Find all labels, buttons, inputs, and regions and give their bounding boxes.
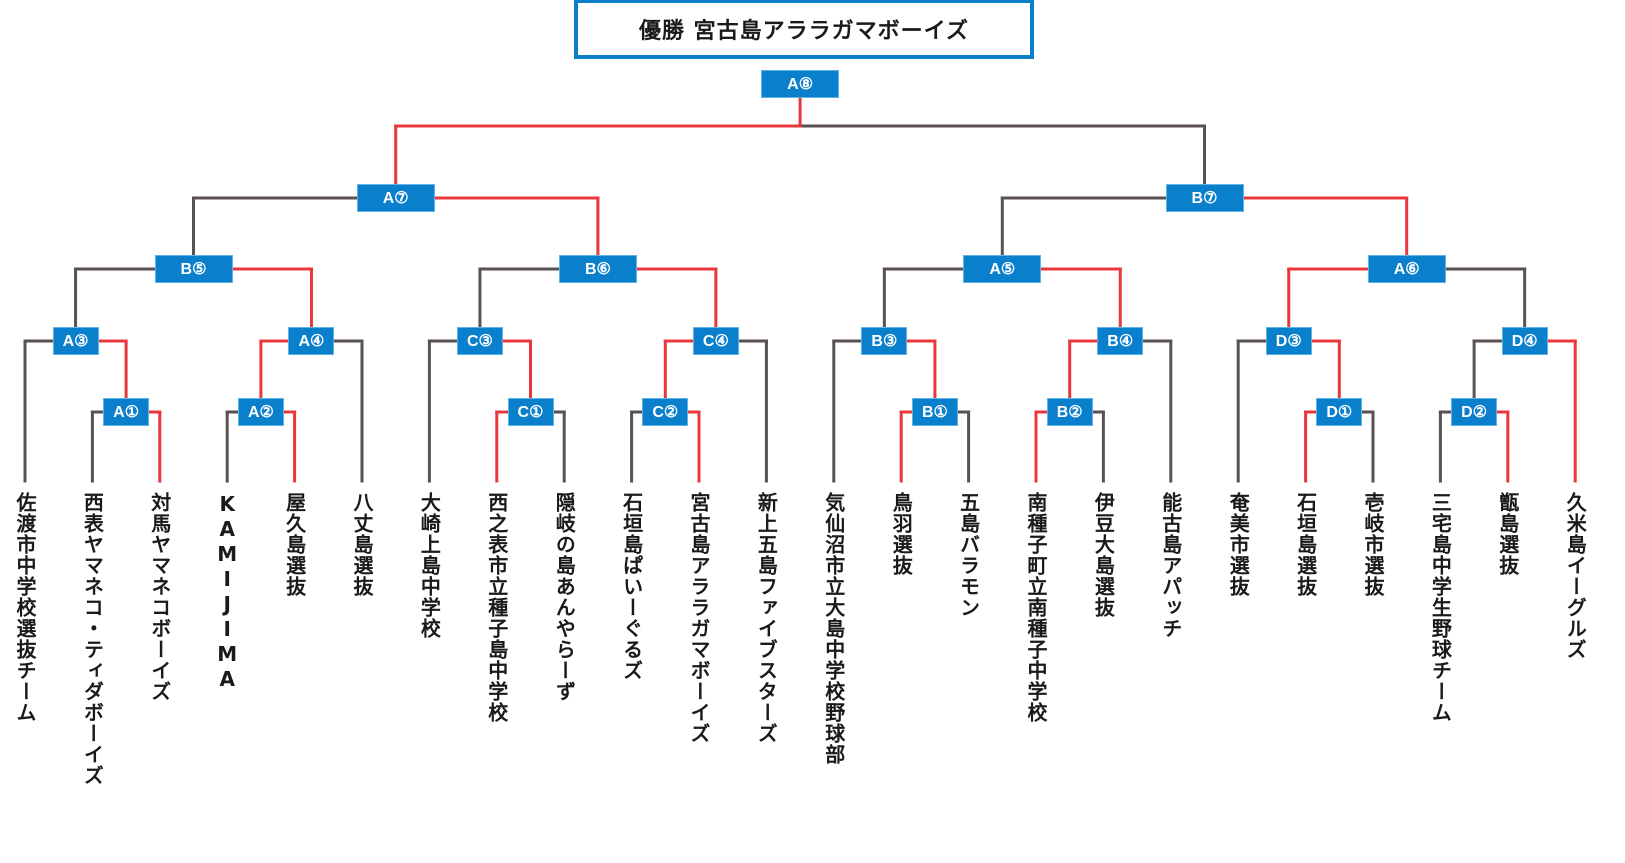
match-box-a4: A④: [288, 327, 335, 355]
match-box-c2: C②: [642, 398, 689, 426]
match-box-a6: A⑥: [1367, 255, 1446, 283]
match-box-b1: B①: [911, 398, 958, 426]
team-name: 久米島イーグルズ: [1563, 492, 1588, 660]
team-name: 佐渡市中学校選抜チーム: [13, 492, 37, 723]
team-name: 甑島選抜: [1495, 492, 1520, 576]
team-name: 西表ヤマネコ・ティダボーイズ: [80, 492, 105, 786]
team-name: 西之表市立種子島中学校: [484, 492, 509, 723]
match-box-b7: B⑦: [1165, 184, 1244, 212]
team-name: 大崎上島中学校: [417, 492, 442, 639]
match-box-d3: D③: [1265, 327, 1312, 355]
match-box-c3: C③: [456, 327, 503, 355]
match-box-b5: B⑤: [154, 255, 233, 283]
team-name: 隠岐の島あんやらーず: [552, 492, 577, 702]
match-box-b6: B⑥: [558, 255, 637, 283]
match-box-a2: A②: [237, 398, 284, 426]
match-box-a8: A⑧: [761, 70, 840, 98]
team-name: 宮古島アララガマボーイズ: [687, 492, 711, 744]
match-box-c4: C④: [692, 327, 739, 355]
match-box-d1: D①: [1316, 398, 1363, 426]
team-name: 新上五島ファイブスターズ: [754, 492, 779, 744]
team-name: 対馬ヤマネコボーイズ: [147, 492, 172, 702]
team-name: KAMIJIMA: [215, 492, 240, 692]
team-name: 壱岐市選抜: [1361, 492, 1385, 597]
champion-banner: 優勝 宮古島アララガマボーイズ: [574, 0, 1034, 59]
match-box-a5: A⑤: [963, 255, 1042, 283]
team-name: 気仙沼市立大島中学校野球部: [821, 492, 846, 765]
match-box-d2: D②: [1451, 398, 1498, 426]
match-box-a7: A⑦: [356, 184, 435, 212]
team-name: 伊豆大島選抜: [1091, 492, 1116, 618]
team-name: 五島バラモン: [956, 492, 981, 618]
team-name: 奄美市選抜: [1226, 492, 1251, 597]
match-box-b2: B②: [1046, 398, 1093, 426]
team-name: 八丈島選抜: [350, 492, 374, 597]
team-name: 石垣島ぱいーぐるズ: [619, 492, 644, 681]
team-name: 三宅島中学生野球チーム: [1428, 492, 1453, 723]
champion-title: 優勝 宮古島アララガマボーイズ: [638, 19, 969, 44]
team-name: 屋久島選抜: [282, 492, 307, 597]
team-name: 南種子町立南種子中学校: [1024, 492, 1048, 723]
match-box-a1: A①: [103, 398, 150, 426]
match-box-b4: B④: [1097, 327, 1144, 355]
match-box-a3: A③: [52, 327, 99, 355]
team-name: 鳥羽選抜: [889, 492, 914, 576]
team-name: 石垣島選抜: [1293, 492, 1318, 597]
match-box-d4: D④: [1501, 327, 1548, 355]
team-name: 能古島アパッチ: [1158, 492, 1183, 639]
match-box-c1: C①: [507, 398, 554, 426]
match-box-b3: B③: [861, 327, 908, 355]
